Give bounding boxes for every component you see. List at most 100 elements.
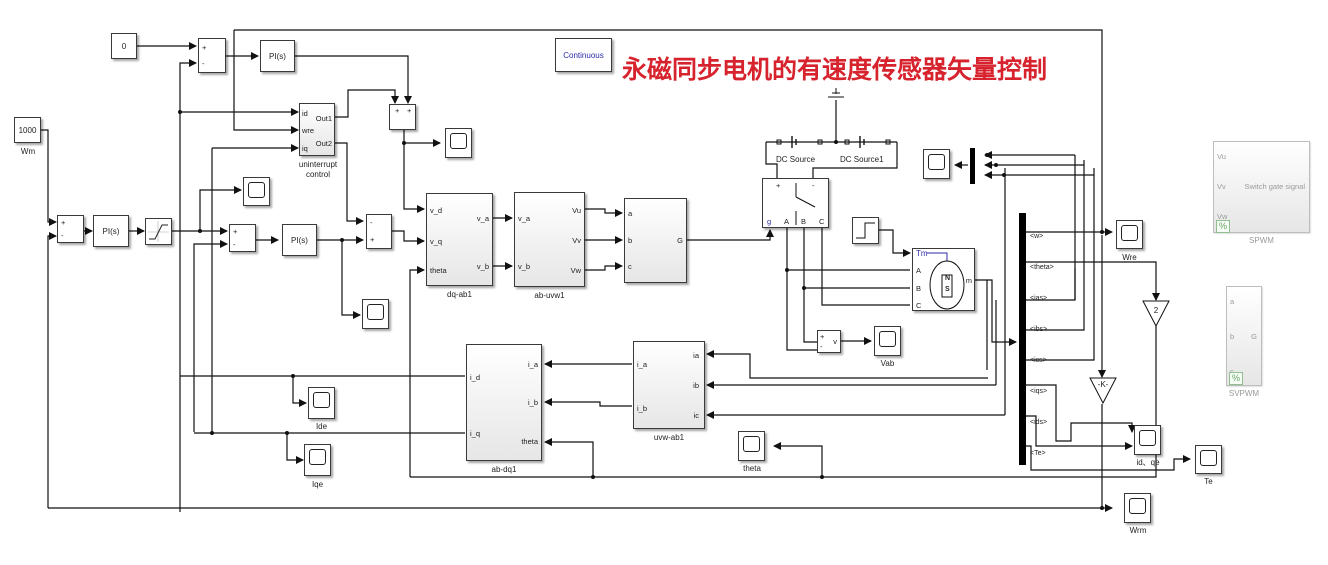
port-v-a: v_a: [476, 214, 489, 223]
voltmeter-block[interactable]: + - v: [817, 330, 841, 353]
pmsm-motor-block[interactable]: Tm A B C m N S: [912, 248, 975, 311]
gain-pole-pairs-value: 2: [1153, 306, 1159, 315]
port-ia: ia: [693, 351, 699, 360]
port-c: c: [1230, 367, 1234, 376]
pi-iq-controller[interactable]: PI(s): [282, 224, 317, 256]
port-v-d: v_d: [430, 206, 443, 215]
port-out1: Out1: [315, 114, 332, 123]
port-i-b: i_b: [637, 404, 648, 413]
sum-vd[interactable]: + +: [389, 104, 416, 130]
sum-sign: +: [233, 227, 238, 236]
port-id: id: [302, 109, 308, 118]
wire: [1026, 384, 1136, 442]
pi-speed-label: PI(s): [102, 226, 120, 236]
constant-speed-ref-block[interactable]: 1000: [14, 117, 41, 143]
wire: [40, 129, 57, 226]
junction-dot: [985, 153, 989, 157]
wire: [773, 442, 823, 477]
scope-theta[interactable]: [738, 431, 765, 461]
port-i-a: i_a: [527, 360, 538, 369]
svpwm-subsystem-block[interactable]: a b c G: [624, 198, 687, 283]
inverter-bridge-block[interactable]: + - g A B C: [762, 178, 829, 228]
pi-id-label: PI(s): [269, 51, 286, 61]
scope-wrm[interactable]: [1124, 493, 1151, 523]
dc-source1-icon: [844, 136, 891, 148]
port-ib: ib: [693, 381, 699, 390]
percent-icon: %: [1229, 372, 1243, 385]
wire: [544, 438, 594, 477]
pole-n: N: [945, 275, 951, 282]
step-icon: [856, 222, 875, 239]
wire: [335, 142, 364, 225]
wire: [1026, 261, 1160, 301]
scope-te[interactable]: [1195, 445, 1222, 474]
svpwm-name: SVPWM: [1228, 389, 1260, 398]
junction-dot: [210, 431, 214, 435]
port-minus: -: [812, 181, 815, 190]
mux-block[interactable]: [970, 148, 975, 184]
wire: [179, 59, 197, 512]
scope-wre[interactable]: [1116, 220, 1143, 249]
wire: [765, 142, 778, 178]
uninterrupt-control-block[interactable]: id wre iq Out1 Out2: [299, 103, 335, 156]
gain-pole-pairs-block[interactable]: [1142, 300, 1170, 328]
dq-ab-transform-block[interactable]: v_d v_q theta v_a v_b: [426, 193, 493, 286]
voltmeter-minus: -: [820, 342, 823, 351]
port-out2: Out2: [315, 139, 332, 148]
port-b: b: [1230, 332, 1235, 341]
constant-zero-value: 0: [121, 41, 127, 51]
scope-iqe[interactable]: [304, 444, 331, 476]
scope-wrm-label: Wrm: [1129, 526, 1147, 535]
junction-dot: [785, 268, 789, 272]
wire: [1026, 415, 1133, 450]
sum-sign: +: [370, 235, 375, 244]
step-load-torque-block[interactable]: [852, 217, 879, 244]
scope-te-label: Te: [1204, 477, 1213, 486]
wire: [286, 433, 304, 464]
voltmeter-plus: +: [820, 332, 825, 341]
wire: [335, 89, 399, 118]
wire: [803, 228, 817, 343]
gain-k-block[interactable]: [1089, 377, 1117, 405]
dc-source1-label: DC Source1: [840, 155, 884, 164]
uvw-ab-transform-block[interactable]: i_a i_b ia ib ic: [633, 341, 705, 429]
port-plus: +: [776, 181, 781, 190]
pi-id-controller[interactable]: PI(s): [260, 40, 295, 72]
sum-sign: -: [370, 218, 373, 227]
powergui-block[interactable]: Continuous: [555, 38, 612, 72]
port-ic: ic: [693, 411, 699, 420]
constant-zero-block[interactable]: 0: [111, 33, 137, 59]
scope-vd[interactable]: [445, 128, 472, 158]
wire: [341, 240, 361, 319]
scope-vq[interactable]: [362, 299, 389, 329]
scope-idqe[interactable]: [1134, 425, 1161, 455]
sum-vq[interactable]: - +: [366, 214, 392, 249]
sum-id-error[interactable]: + -: [198, 38, 226, 73]
scope-vab[interactable]: [874, 326, 901, 356]
spwm-block-disabled[interactable]: Vu Vv Vw Switch gate signal %: [1213, 141, 1310, 233]
wire: [295, 55, 412, 104]
ab-uvw-transform-block[interactable]: v_a v_b Vu Vv Vw: [514, 192, 585, 287]
scope-currents[interactable]: [923, 149, 950, 179]
scope-speed-ref[interactable]: [243, 177, 270, 206]
junction-dot: [1002, 173, 1006, 177]
junction-dot: [994, 163, 998, 167]
bus-signal-ics: <ics>: [1030, 357, 1047, 364]
ab-dq-transform-block[interactable]: i_d i_q i_a i_b theta: [466, 344, 542, 461]
junction-dot: [591, 475, 595, 479]
port-i-q: i_q: [470, 429, 481, 438]
sum-sign: +: [407, 106, 412, 115]
percent-icon: %: [1216, 220, 1230, 233]
port-g: g: [767, 217, 772, 226]
bus-selector-block[interactable]: [1019, 213, 1026, 465]
scope-iqe-label: Iqe: [311, 480, 324, 489]
junction-dot: [1100, 230, 1104, 234]
sum-speed-error[interactable]: + -: [57, 215, 84, 243]
scope-ide[interactable]: [308, 387, 335, 419]
sum-iq-error[interactable]: + -: [229, 224, 256, 252]
pi-speed-controller[interactable]: PI(s): [93, 215, 129, 247]
saturation-block[interactable]: [145, 218, 172, 245]
wire: [403, 130, 425, 213]
wire: [544, 398, 632, 407]
svpwm-block-disabled[interactable]: a b c G %: [1226, 286, 1262, 386]
